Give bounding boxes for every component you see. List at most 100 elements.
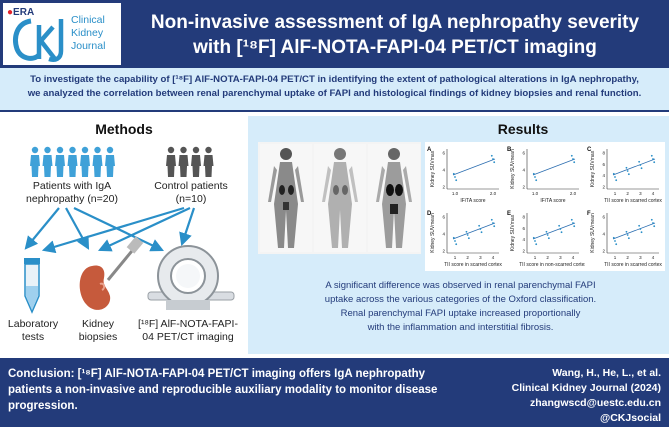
y-tick-label: 4 — [602, 173, 605, 178]
pet-ct-label: [¹⁸F] AlF-NOTA-FAPI- 04 PET/CT imaging — [138, 318, 238, 343]
control-figure — [178, 146, 189, 177]
data-point — [452, 236, 455, 239]
data-point — [558, 224, 561, 227]
methods-panel: Methods Patients with IgA nephropathy (n… — [4, 116, 244, 354]
y-tick-label: 6 — [522, 151, 525, 156]
y-axis-label: Kidney SUVmax — [590, 150, 596, 187]
trend-line — [452, 222, 496, 240]
pet-scan-image — [314, 144, 366, 252]
data-point — [452, 172, 455, 175]
y-tick-label: 2 — [442, 185, 445, 190]
data-point — [615, 179, 618, 182]
plot-letter: C — [587, 147, 592, 153]
data-point — [653, 161, 656, 164]
patient-figure — [105, 146, 115, 177]
plot-letter: D — [427, 211, 432, 217]
trend-line — [612, 222, 656, 240]
data-point — [572, 222, 574, 224]
x-tick-label: 2.0 — [570, 191, 577, 196]
data-point — [612, 172, 615, 175]
data-point — [627, 173, 630, 176]
x-axis-label: IF/TA score — [460, 198, 485, 204]
y-tick-label: 6 — [602, 162, 605, 167]
data-point — [625, 230, 628, 233]
y-tick-label: 4 — [522, 237, 525, 242]
x-tick-label: 4 — [492, 255, 495, 260]
controls-label: Control patients (n=10) — [154, 180, 228, 205]
data-point — [626, 170, 629, 172]
y-tick-label: 2 — [522, 185, 525, 190]
x-tick-label: 2 — [466, 255, 469, 260]
data-point — [532, 236, 535, 239]
objective-text: To investigate the capability of [¹⁸F] A… — [27, 74, 642, 99]
data-point — [467, 237, 470, 240]
x-tick-label: 4 — [652, 191, 655, 196]
data-point — [455, 243, 458, 246]
data-point — [570, 218, 573, 221]
data-point — [627, 237, 630, 240]
y-tick-label: 6 — [442, 151, 445, 156]
page-title: Non-invasive assessment of IgA nephropat… — [150, 12, 640, 58]
test-tube-icon — [24, 258, 40, 314]
plot-letter: F — [587, 211, 591, 217]
methods-title: Methods — [95, 121, 153, 137]
data-point — [466, 234, 469, 236]
citation-email[interactable]: zhangwscd@uestc.edu.cn — [529, 397, 661, 409]
data-point — [560, 231, 563, 234]
y-tick-label: 2 — [602, 249, 605, 254]
data-point — [650, 218, 653, 221]
plot-letter: B — [507, 147, 512, 153]
x-tick-label: 2 — [626, 255, 629, 260]
y-tick-label: 2 — [442, 249, 445, 254]
y-axis-label: Kidney SUVmax — [430, 150, 436, 187]
data-point — [479, 228, 482, 230]
x-tick-label: 2.0 — [490, 191, 497, 196]
data-point — [638, 160, 641, 163]
x-tick-label: 4 — [652, 255, 655, 260]
data-point — [639, 228, 642, 230]
data-point — [559, 228, 562, 230]
plot-letter: A — [427, 147, 432, 153]
data-point — [652, 222, 654, 224]
patient-figure — [55, 146, 65, 177]
data-point — [614, 240, 616, 242]
data-point — [454, 176, 456, 178]
data-point — [493, 225, 496, 228]
control-figure — [203, 146, 214, 177]
era-logo: ●ERA — [7, 7, 35, 18]
citation-social[interactable]: @CKJsocial — [599, 412, 661, 424]
data-point — [614, 176, 616, 178]
data-point — [640, 231, 643, 234]
pet-ct-scanner-icon — [147, 245, 235, 310]
data-point — [455, 179, 458, 182]
data-point — [612, 236, 615, 239]
data-point — [638, 224, 641, 227]
pet-scan-image — [368, 144, 420, 252]
citation-journal: Clinical Kidney Journal (2024) — [511, 382, 661, 394]
y-tick-label: 6 — [442, 215, 445, 220]
x-axis-label: IF/TA score — [540, 198, 565, 204]
patient-figure — [42, 146, 53, 177]
ckj-logo-icon — [13, 18, 64, 62]
data-point — [492, 222, 494, 224]
header-banner: ●ERA Clinical Kidney Journal Non-invasiv… — [0, 0, 669, 68]
patients-people-icon — [30, 146, 115, 177]
x-tick-label: 1 — [614, 191, 617, 196]
data-point — [626, 234, 629, 236]
x-tick-label: 2 — [626, 191, 629, 196]
y-axis-label: Kidney SUVmean — [430, 213, 436, 253]
journal-logo: ●ERA Clinical Kidney Journal — [3, 3, 121, 65]
pet-images — [258, 142, 421, 254]
controls-people-icon — [166, 146, 214, 177]
y-tick-label: 8 — [522, 215, 525, 220]
footer-banner: Conclusion: [¹⁸F] AlF-NOTA-FAPI-04 PET/C… — [0, 358, 669, 427]
data-point — [572, 158, 574, 160]
y-tick-label: 8 — [602, 151, 605, 156]
data-point — [492, 158, 494, 160]
flow-arrows — [24, 206, 196, 254]
